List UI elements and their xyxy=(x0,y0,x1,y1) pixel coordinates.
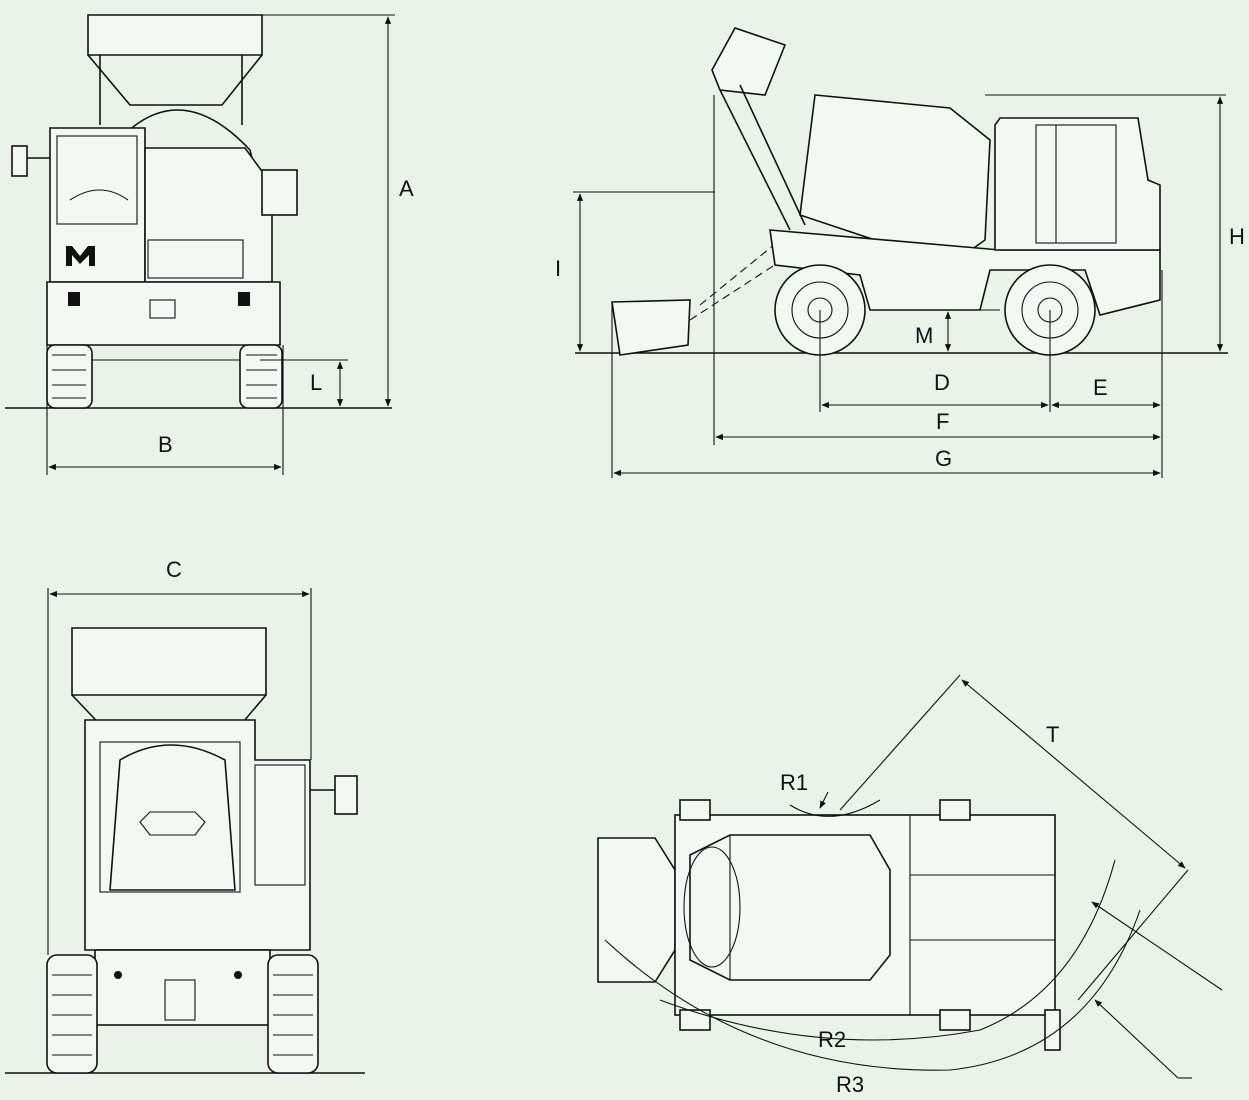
dim-label-D: D xyxy=(934,370,950,395)
side-view: H I M D E F G xyxy=(555,27,1245,478)
dim-label-R1: R1 xyxy=(780,770,808,795)
dim-label-G: G xyxy=(935,446,952,471)
dim-label-T: T xyxy=(1046,722,1059,747)
dim-label-R2: R2 xyxy=(818,1027,846,1052)
dim-label-L: L xyxy=(310,370,322,395)
dim-label-B: B xyxy=(158,432,173,457)
dim-label-M: M xyxy=(915,323,933,348)
dim-label-H: H xyxy=(1229,224,1245,249)
dim-label-E: E xyxy=(1093,375,1108,400)
dim-label-I: I xyxy=(555,256,561,281)
dim-label-A: A xyxy=(399,176,414,201)
dim-label-R3: R3 xyxy=(836,1072,864,1095)
front-view: A L B xyxy=(5,14,414,475)
dim-label-F: F xyxy=(936,409,949,434)
top-view: T R1 R2 R3 xyxy=(597,674,1223,1097)
rear-view: C xyxy=(5,557,365,1074)
dim-label-C: C xyxy=(166,557,182,582)
